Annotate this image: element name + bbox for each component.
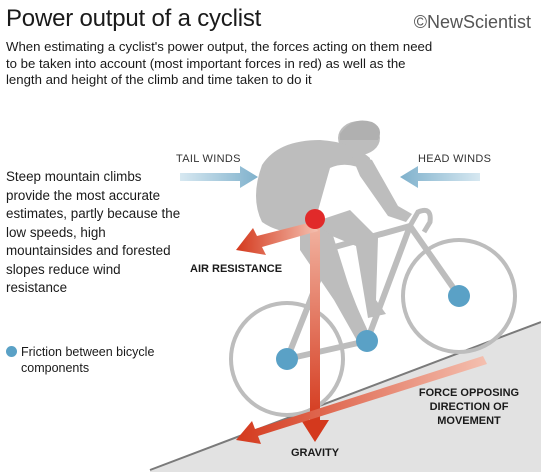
- tail-winds-label: TAIL WINDS: [176, 153, 241, 165]
- front-wheel: [401, 238, 517, 354]
- force-opposing-label: FORCE OPPOSING DIRECTION OF MOVEMENT: [414, 386, 524, 428]
- friction-legend: Friction between bicycle components: [6, 344, 191, 376]
- side-note: Steep mountain climbs provide the most a…: [6, 169, 181, 295]
- gravity-label: GRAVITY: [291, 447, 340, 459]
- friction-point-crank: [356, 330, 378, 352]
- head-winds-arrow: [400, 166, 480, 188]
- rider-helmet: [340, 120, 380, 140]
- gravity-arrow-shaft: [310, 222, 320, 422]
- rider-torso: [256, 140, 370, 233]
- page-subtitle: When estimating a cyclist's power output…: [6, 39, 433, 87]
- air-resistance-label: AIR RESISTANCE: [190, 263, 283, 275]
- center-of-mass-dot: [305, 209, 325, 229]
- publisher-credit: ©NewScientist: [413, 12, 531, 32]
- road-edge-line: [149, 321, 541, 471]
- air-resistance-arrow: [236, 222, 318, 255]
- force-opposing-label-line3: MOVEMENT: [437, 415, 501, 427]
- friction-point-front-hub: [448, 285, 470, 307]
- fork: [407, 224, 462, 298]
- force-opposing-label-line2: DIRECTION OF: [429, 401, 509, 413]
- gravity-arrowhead: [301, 420, 329, 442]
- rider-leg-front: [314, 210, 386, 318]
- page-title: Power output of a cyclist: [6, 5, 262, 32]
- friction-legend-dot: [6, 346, 17, 357]
- rear-wheel: [229, 301, 345, 417]
- head-winds-label: HEAD WINDS: [418, 153, 492, 165]
- tail-winds-arrow: [180, 166, 258, 188]
- force-opposing-arrow: [236, 356, 487, 444]
- force-opposing-label-line1: FORCE OPPOSING: [418, 387, 520, 399]
- friction-point-rear-hub: [276, 348, 298, 370]
- handlebar: [407, 207, 433, 234]
- rider-arm: [350, 152, 412, 222]
- friction-legend-label: Friction between bicycle components: [21, 345, 155, 375]
